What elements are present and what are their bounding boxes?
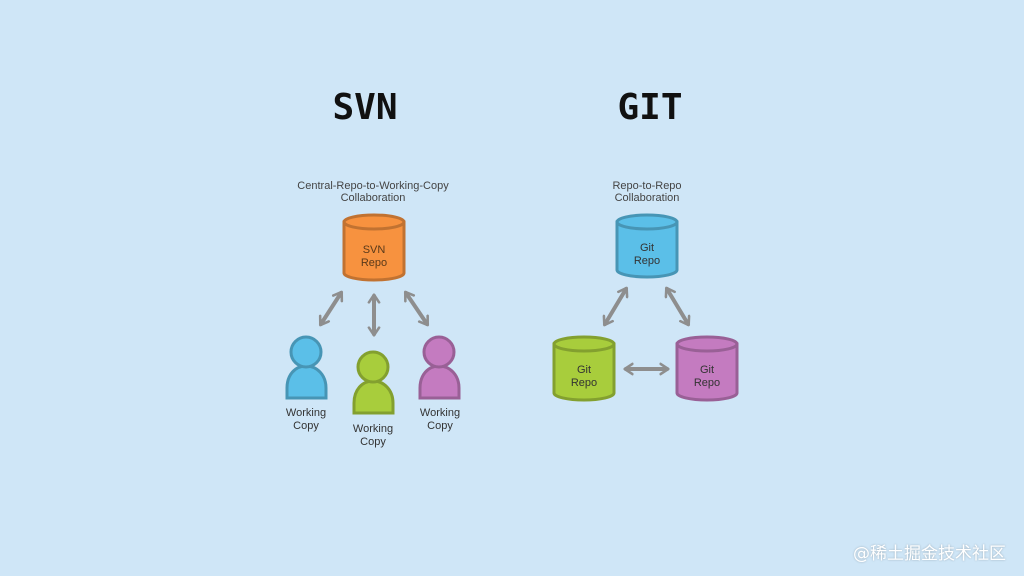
git-subtitle-line1: Repo-to-Repo	[612, 180, 681, 192]
git-repo-top-label-line1: Git	[640, 242, 654, 254]
git-arrow-top-left	[602, 286, 629, 327]
git-repo-body	[675, 342, 739, 402]
git-repo-body	[615, 220, 679, 279]
git-arrow-top-right	[664, 286, 691, 327]
git-repo-cap	[675, 335, 739, 353]
svn-arrow-left	[318, 290, 344, 327]
watermark-text: @稀土掘金技术社区	[853, 544, 1006, 564]
svn-user-left-label-line2: Copy	[293, 420, 319, 432]
user-body	[352, 379, 395, 415]
svn-user-left-label-line1: Working	[286, 407, 326, 419]
svn-repo-cylinder: SVN Repo	[342, 213, 406, 282]
svn-user-right-label-line1: Working	[420, 407, 460, 419]
svn-repo-label-line2: Repo	[361, 257, 387, 269]
git-repo-right-label-line2: Repo	[694, 377, 720, 389]
user-body	[285, 364, 328, 400]
svn-user-right: Working Copy	[418, 335, 461, 432]
git-repo-left: Git Repo	[552, 335, 616, 402]
svn-user-center-label-line2: Copy	[360, 436, 386, 448]
svn-repo-body	[342, 220, 406, 282]
user-head	[356, 350, 390, 384]
git-repo-left-label-line1: Git	[577, 364, 591, 376]
svn-repo-label-line1: SVN	[363, 244, 386, 256]
git-repo-cap	[615, 213, 679, 231]
svn-title: SVN	[332, 87, 397, 128]
git-repo-top: Git Repo	[615, 213, 679, 279]
svn-user-center-label-line1: Working	[353, 423, 393, 435]
git-repo-right: Git Repo	[675, 335, 739, 402]
user-head	[289, 335, 323, 369]
git-title: GIT	[617, 87, 682, 128]
svn-subtitle-line2: Collaboration	[341, 192, 406, 204]
git-repo-right-label-line1: Git	[700, 364, 714, 376]
svn-section: SVN Central-Repo-to-Working-Copy Collabo…	[285, 87, 461, 448]
svn-arrow-right	[404, 290, 429, 327]
git-repo-body	[552, 342, 616, 402]
user-body	[418, 364, 461, 400]
user-head	[422, 335, 456, 369]
git-repo-cap	[552, 335, 616, 353]
git-subtitle-line2: Collaboration	[615, 192, 680, 204]
svn-user-right-label-line2: Copy	[427, 420, 453, 432]
git-repo-left-label-line2: Repo	[571, 377, 597, 389]
svn-subtitle-line1: Central-Repo-to-Working-Copy	[297, 180, 449, 192]
svn-repo-top	[342, 213, 406, 231]
svn-user-left: Working Copy	[285, 335, 328, 432]
git-repo-top-label-line2: Repo	[634, 255, 660, 267]
git-section: GIT Repo-to-Repo Collaboration Git Repo …	[552, 87, 739, 402]
svn-user-center: Working Copy	[352, 350, 395, 448]
